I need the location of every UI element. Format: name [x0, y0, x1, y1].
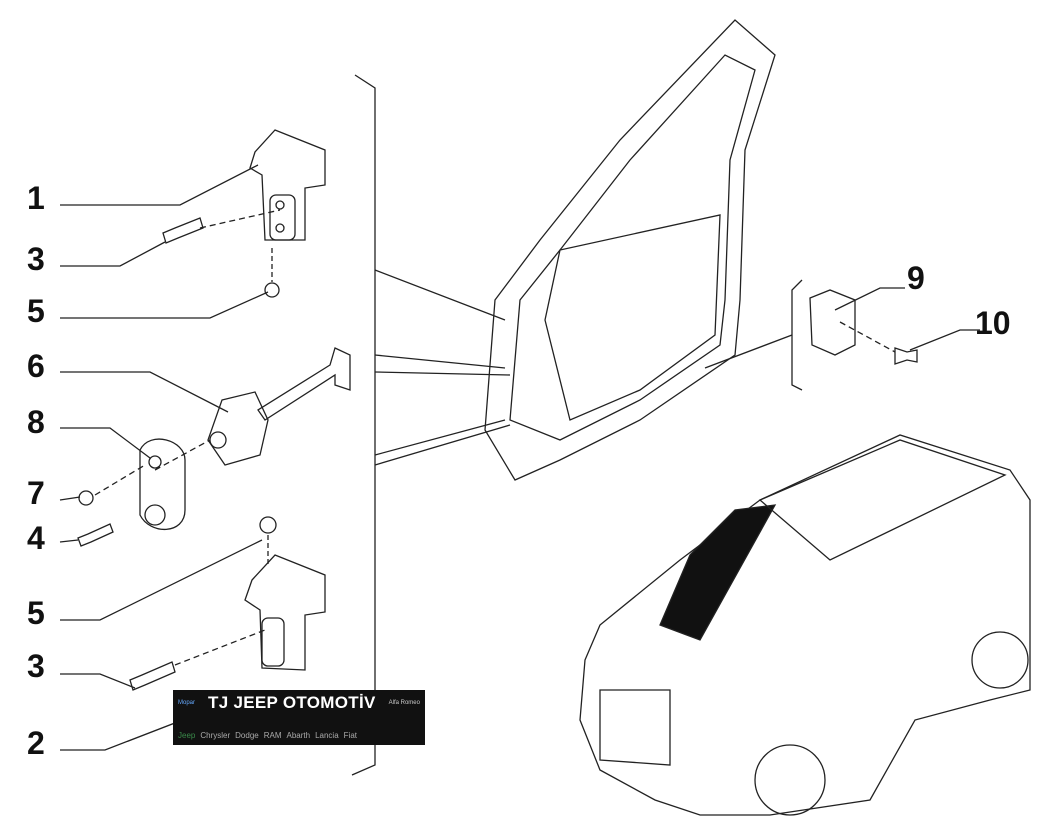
leader-lines: [59, 164, 980, 751]
callout-1: 1: [27, 180, 45, 216]
callout-5-lower: 5: [27, 595, 45, 631]
callout-6: 6: [27, 348, 45, 384]
group-bracket: [351, 74, 803, 776]
brand-ram: RAM: [263, 731, 282, 741]
callout-3: 3: [27, 241, 45, 277]
dealer-logo-banner: Mopar TJ JEEP OTOMOTİV Alfa Romeo Jeep C…: [173, 690, 425, 745]
callout-8: 8: [27, 404, 45, 440]
brand-abarth: Abarth: [286, 731, 311, 741]
lower-hinge: [129, 516, 326, 691]
banner-title: TJ JEEP OTOMOTİV: [208, 693, 376, 712]
banner-top-row: Mopar TJ JEEP OTOMOTİV Alfa Romeo: [178, 693, 420, 713]
brand-mopar: Mopar: [178, 700, 196, 707]
callout-9: 9: [907, 260, 925, 296]
brand-fiat: Fiat: [343, 731, 357, 741]
striker-bracket: [809, 289, 918, 365]
vehicle-outline: [579, 434, 1031, 816]
brand-chrysler: Chrysler: [200, 731, 231, 741]
brand-dodge: Dodge: [235, 731, 259, 741]
brand-lancia: Lancia: [315, 731, 339, 741]
door-frame: [484, 19, 776, 481]
door-check-strap: [77, 347, 351, 547]
callout-4: 4: [27, 520, 45, 556]
callout-7: 7: [27, 475, 45, 511]
callout-3-lower: 3: [27, 648, 45, 684]
callout-10: 10: [975, 305, 1011, 341]
brand-alfa-romeo: Alfa Romeo: [388, 700, 420, 707]
upper-hinge: [162, 129, 326, 298]
callout-2: 2: [27, 725, 45, 761]
brand-logos: Jeep Chrysler Dodge RAM Abarth Lancia Fi…: [178, 731, 420, 741]
callout-5: 5: [27, 293, 45, 329]
brand-jeep: Jeep: [178, 731, 196, 741]
